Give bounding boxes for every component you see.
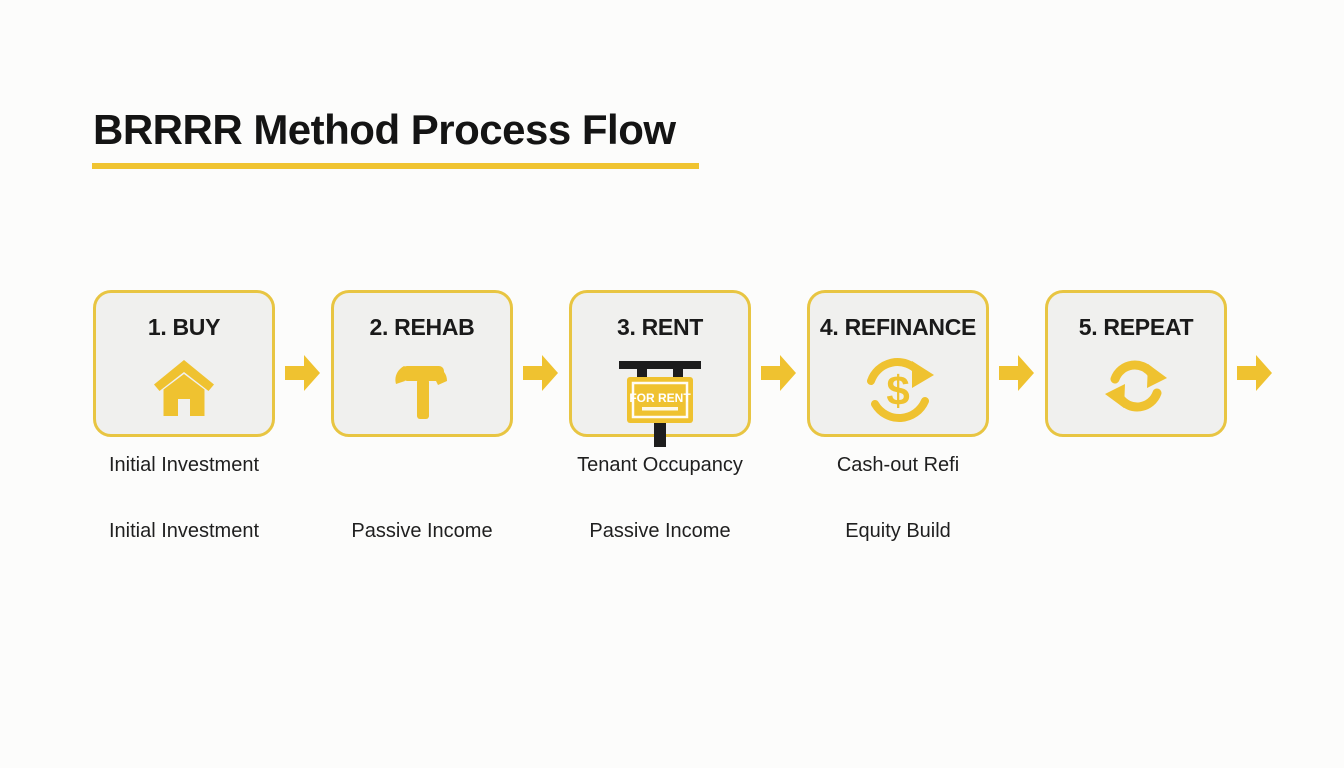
step-box-buy: 1. BUY <box>93 290 275 437</box>
flow-arrow-3 <box>751 354 807 392</box>
annotation-empty <box>1045 518 1227 544</box>
flow-arrow-2 <box>513 354 569 392</box>
annotation-empty <box>331 452 513 478</box>
dollar-cycle-icon: $ <box>860 351 936 429</box>
hammer-icon <box>394 357 450 419</box>
arrow-right-icon <box>1237 354 1273 392</box>
annotation-initial-investment-2: Initial Investment <box>108 520 260 542</box>
step-box-refinance: 4. REFINANCE $ <box>807 290 989 437</box>
step-box-rehab: 2. REHAB <box>331 290 513 437</box>
step-box-repeat: 5. REPEAT <box>1045 290 1227 437</box>
flow-arrow-5 <box>1227 354 1283 392</box>
title-underline <box>92 163 699 169</box>
annotation-tenant-occupancy: Tenant Occupancy <box>577 454 743 476</box>
arrow-right-icon <box>285 354 321 392</box>
repeat-icon <box>1104 357 1168 415</box>
step-title-repeat: 5. REPEAT <box>1078 314 1194 340</box>
process-flow: 1. BUY 2. REHAB <box>93 290 1283 447</box>
step-title-rehab: 2. REHAB <box>369 314 475 340</box>
arrow-right-icon <box>523 354 559 392</box>
page-title: BRRRR Method Process Flow <box>93 106 676 153</box>
step-box-rent: 3. RENT FOR RENT <box>569 290 751 447</box>
arrow-right-icon <box>999 354 1035 392</box>
annotation-passive-income-rehab: Passive Income <box>351 520 493 542</box>
annotation-empty <box>1045 452 1227 478</box>
for-rent-sign-icon: FOR RENT <box>619 355 701 447</box>
annotation-row-top: Initial Investment Tenant Occupancy Cash… <box>93 452 1283 478</box>
step-title-buy: 1. BUY <box>147 314 221 340</box>
annotation-equity-build: Equity Build <box>845 520 951 542</box>
dollar-glyph: $ <box>886 367 909 414</box>
annotation-initial-investment: Initial Investment <box>108 454 260 476</box>
flow-arrow-1 <box>275 354 331 392</box>
flow-arrow-4 <box>989 354 1045 392</box>
house-icon <box>153 359 215 417</box>
arrow-right-icon <box>761 354 797 392</box>
step-title-rent: 3. RENT <box>616 314 704 340</box>
for-rent-sign-text: FOR RENT <box>629 391 691 405</box>
step-title-refinance: 4. REFINANCE <box>819 314 977 340</box>
annotation-passive-income-rent: Passive Income <box>589 520 731 542</box>
annotation-cash-out-refi: Cash-out Refi <box>836 454 960 476</box>
annotation-row-bottom: Initial Investment Passive Income Passiv… <box>93 518 1283 544</box>
